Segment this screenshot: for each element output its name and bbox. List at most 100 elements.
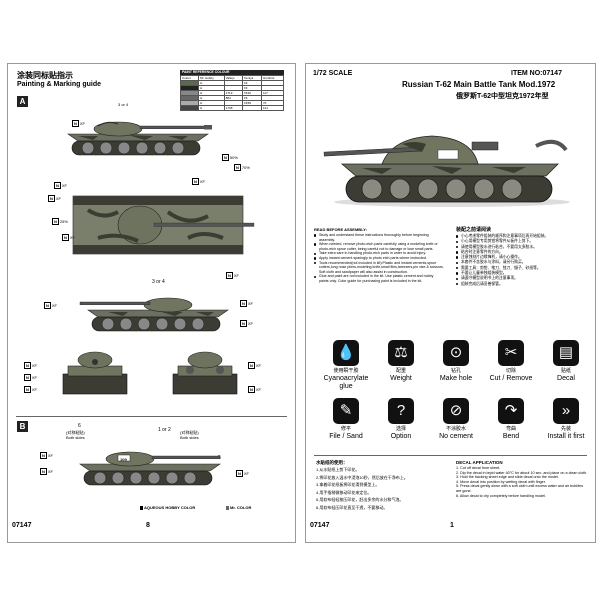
file-sand-icon: ✎	[333, 398, 359, 424]
decal-zh-step: 5.用软布轻轻按压印花，赶出多余的水分和气泡。	[316, 497, 404, 502]
instructions-page: 1/72 SCALE ITEM NO:07147 Russian T-62 Ma…	[305, 63, 596, 543]
tank-a-front-view	[62, 351, 128, 395]
painting-guide-page: 涂装同标贴指示 Painting & Marking guide PAINT R…	[7, 63, 296, 543]
callout-1-or-2: 1 or 2	[158, 427, 171, 433]
product-title-en: Russian T-62 Main Battle Tank Mod.1972	[402, 80, 556, 89]
zh-note-item: 粘合时注意零件的方向。	[456, 250, 586, 255]
legend-no-cement: ⊘ 不涂胶水 No cement	[433, 398, 479, 441]
left-page-number: 8	[146, 522, 150, 529]
zh-note-item: 请遵守模型说明书上的注意事项。	[456, 276, 586, 281]
decal-zh-heading: 水贴纸的使用：	[316, 460, 348, 465]
section-divider	[16, 416, 287, 417]
decal-icon: ▤	[553, 340, 579, 366]
callout-3-or-4-b: 3 or 4	[152, 279, 165, 285]
decal-en-step: 4. Move decal into position by wetting d…	[456, 479, 546, 484]
callout-both-sides-left-zh: (对称粘贴)	[66, 430, 85, 435]
zh-notes-heading: 装配之前请阅读	[456, 227, 492, 233]
legend-install-first: » 先装 Install it first	[543, 398, 589, 441]
zh-note-item: 小心用模型专用剪钳将零件从板件上剪下。	[456, 239, 586, 244]
paint-reference-title: PAINT REFERENCE COLOUR	[180, 70, 284, 75]
callout-num-109: 109	[120, 457, 127, 462]
left-item-number: 07147	[12, 522, 32, 529]
read-before-item: Apply instant cement sparingly to photo …	[314, 256, 444, 261]
install-first-icon: »	[553, 398, 579, 424]
callout-both-sides-right-en: Both sides	[180, 435, 199, 440]
read-before-item: When needed, remove photo-etch parts car…	[314, 242, 444, 251]
decal-en-heading: DECAL APPLICATION	[456, 460, 503, 465]
decal-en-step: 6. Allow decal to dry completely before …	[456, 493, 546, 498]
zh-note-item: 组装完成后请妥善保管。	[456, 282, 586, 287]
legend-file-sand: ✎ 修平 File / Sand	[323, 398, 369, 441]
zh-note-item: 注意蚀刻片边缘锋利，请小心操作。	[456, 255, 586, 260]
section-a-marker: A	[17, 96, 28, 107]
legend-make-hole: ⊙ 钻孔 Make hole	[433, 340, 479, 383]
scissors-icon: ✂	[498, 340, 524, 366]
read-before-item: Tools recommended(not included in kit):P…	[314, 261, 444, 275]
product-title-zh: 俄罗斯T-62中型坦克1972年型	[456, 93, 549, 100]
painting-title-zh: 涂装同标贴指示	[17, 71, 73, 80]
legend-cut-remove: ✂ 切除 Cut / Remove	[488, 340, 534, 383]
drill-hole-icon: ⊙	[443, 340, 469, 366]
callout-num-6: 6	[78, 423, 81, 429]
read-before-heading: READ BEFORE ASSEMBLY:	[314, 227, 367, 232]
legend-mr-color: Mr. COLOR	[226, 505, 251, 510]
legend-weight: ⚖ 配重 Weight	[378, 340, 424, 383]
section-b-marker: B	[17, 421, 28, 432]
item-number-label: ITEM NO:07147	[511, 70, 562, 77]
bend-icon: ↷	[498, 398, 524, 424]
decal-instructions-zh: 水贴纸的使用： 1.从水贴纸上剪下印花。 2.将印花放入温水中浸泡10秒，然后放…	[316, 460, 446, 511]
legend-aqueous: AQUEOUS HOBBY COLOR	[140, 505, 195, 510]
glue-drop-icon: 💧	[333, 340, 359, 366]
scale-label: 1/72 SCALE	[313, 70, 353, 77]
painting-title-en: Painting & Marking guide	[17, 81, 102, 88]
tank-box-art	[323, 135, 570, 207]
decal-zh-step: 2.将印花放入温水中浸泡10秒，然后放在干净布上。	[316, 474, 408, 480]
symbol-legend: 💧 使用瞬干胶 Cyanoacrylate glue ⚖ 配重 Weight ⊙…	[306, 340, 595, 458]
weight-icon: ⚖	[388, 340, 414, 366]
callout-3-or-4-a: 3 or 4	[118, 102, 129, 107]
right-item-number: 07147	[310, 522, 330, 529]
paint-reference-table: PAINT REFERENCE COLOUR Colour Mr. Hobby …	[179, 70, 285, 111]
zh-note-item: 请使用模型胶水进行粘合，不要用太多胶水。	[456, 245, 586, 250]
legend-decal: ▤ 贴纸 Decal	[543, 340, 589, 383]
decal-en-step: 2. Dip the decal in tepid water 40°C for…	[456, 470, 588, 475]
read-before-assembly-en: READ BEFORE ASSEMBLY: Study and understa…	[314, 227, 444, 284]
zh-note-item: 本套件不含胶水与涂料，请另行购买。	[456, 260, 586, 265]
tank-a-top-view	[72, 195, 255, 255]
right-page-number: 1	[450, 522, 454, 529]
tank-a-rear-view	[172, 351, 238, 395]
tank-b-side-view	[79, 451, 221, 486]
decal-zh-step: 6.用软布轻压印花直至干透，不要移动。	[316, 504, 388, 510]
zh-note-item: 小心考虑零件组装的顺序和注意事项后再开始组装。	[456, 234, 586, 239]
read-before-assembly-zh: 装配之前请阅读 小心考虑零件组装的顺序和注意事项后再开始组装。 小心用模型专用剪…	[456, 227, 586, 287]
decal-en-step: 1. Cut off decal from sheet.	[456, 466, 501, 470]
option-icon: ?	[388, 398, 414, 424]
decal-zh-step: 4.用手指稍微移动印花来定位。	[316, 489, 372, 495]
read-before-item: Study and understand these instructions …	[314, 233, 444, 242]
legend-option: ? 选择 Option	[378, 398, 424, 441]
tank-a-side-view-2	[79, 297, 229, 332]
legend-bend: ↷ 弯曲 Bend	[488, 398, 534, 441]
decal-en-step: 3. Hold the backing sheet edge and slide…	[456, 475, 559, 480]
no-cement-icon: ⊘	[443, 398, 469, 424]
decal-zh-step: 3.拿着印花纸板将印花滑到模型上。	[316, 482, 380, 487]
